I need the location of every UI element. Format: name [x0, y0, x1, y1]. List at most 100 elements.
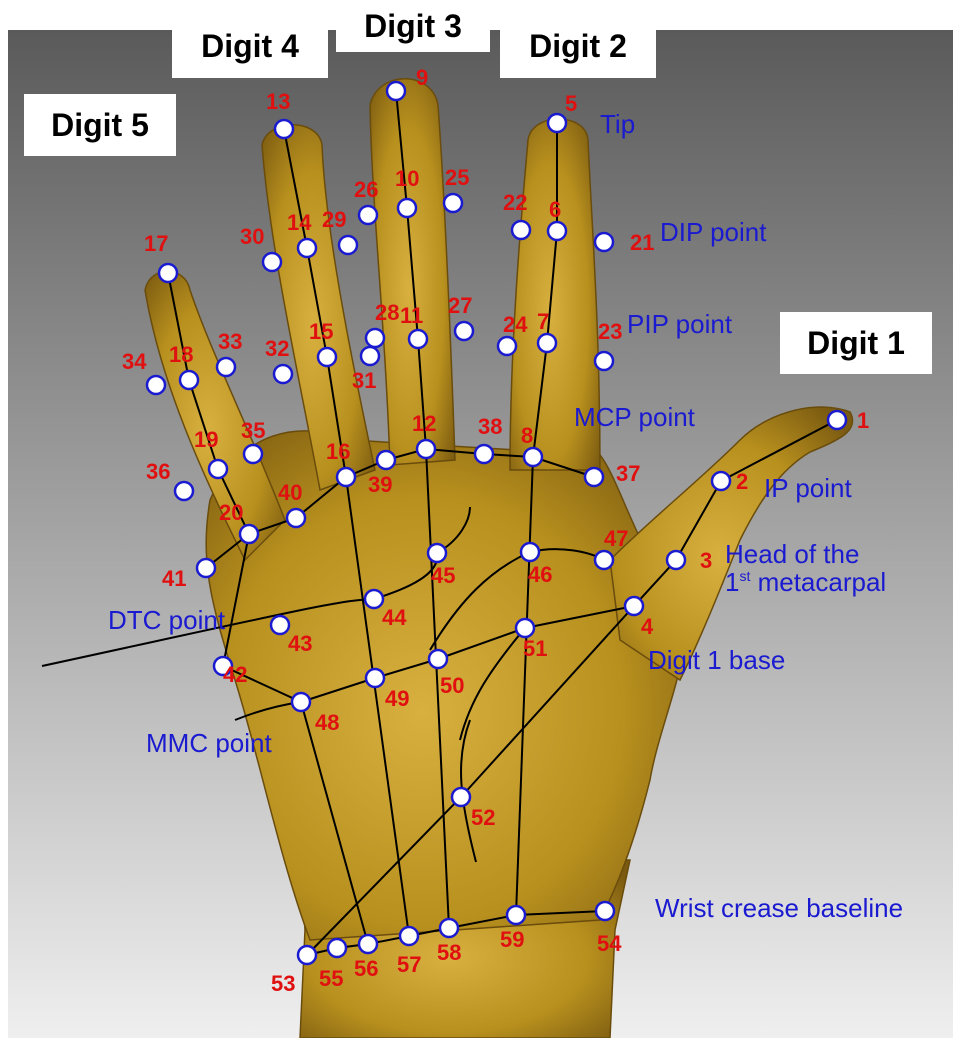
landmark-point-45	[428, 544, 446, 562]
ip-point-label: IP point	[764, 474, 852, 502]
landmark-number-10: 10	[395, 166, 419, 191]
landmark-number-45: 45	[431, 563, 455, 588]
landmark-point-35	[244, 445, 262, 463]
landmark-point-59	[507, 906, 525, 924]
landmark-number-48: 48	[315, 710, 339, 735]
landmark-number-17: 17	[144, 231, 168, 256]
landmark-number-11: 11	[400, 303, 423, 328]
head-metacarpal-rest: metacarpal	[750, 567, 886, 597]
landmark-point-1	[828, 411, 846, 429]
landmark-point-11	[409, 330, 427, 348]
landmark-number-19: 19	[194, 427, 218, 452]
landmark-point-54	[596, 902, 614, 920]
landmark-point-12	[417, 440, 435, 458]
landmark-number-20: 20	[219, 500, 243, 525]
landmark-point-5	[548, 114, 566, 132]
landmark-point-34	[147, 376, 165, 394]
landmark-number-55: 55	[319, 966, 343, 991]
landmark-number-28: 28	[375, 300, 399, 325]
landmark-point-30	[263, 253, 281, 271]
landmark-number-50: 50	[440, 673, 464, 698]
landmark-number-34: 34	[122, 349, 147, 374]
landmark-point-32	[274, 365, 292, 383]
digit-5-label: Digit 5	[24, 94, 176, 156]
landmark-point-51	[516, 619, 534, 637]
landmark-number-36: 36	[146, 459, 170, 484]
landmark-number-57: 57	[397, 952, 421, 977]
landmark-number-41: 41	[162, 566, 186, 591]
landmark-number-40: 40	[278, 480, 302, 505]
landmark-point-8	[524, 448, 542, 466]
landmark-point-26	[359, 206, 377, 224]
landmark-point-53	[298, 946, 316, 964]
landmark-number-42: 42	[223, 662, 247, 687]
landmark-point-39	[377, 451, 395, 469]
landmark-number-52: 52	[471, 805, 495, 830]
landmark-number-22: 22	[503, 190, 527, 215]
landmark-point-43	[271, 616, 289, 634]
landmark-number-7: 7	[537, 309, 549, 334]
landmark-point-23	[595, 352, 613, 370]
landmark-number-5: 5	[565, 91, 577, 116]
landmark-point-27	[455, 322, 473, 340]
head-metacarpal-line2: 1st metacarpal	[725, 568, 886, 596]
digit-3-label: Digit 3	[336, 0, 490, 52]
landmark-point-10	[398, 199, 416, 217]
wrist-crease-label: Wrist crease baseline	[655, 894, 903, 922]
landmark-point-55	[328, 939, 346, 957]
landmark-point-33	[217, 358, 235, 376]
landmark-point-19	[209, 460, 227, 478]
landmark-number-1: 1	[857, 408, 869, 433]
landmark-point-57	[400, 927, 418, 945]
landmark-number-51: 51	[523, 636, 547, 661]
landmark-number-37: 37	[616, 461, 640, 486]
landmark-point-31	[361, 347, 379, 365]
landmark-number-54: 54	[597, 931, 622, 956]
landmark-point-52	[452, 788, 470, 806]
landmark-number-18: 18	[169, 342, 193, 367]
landmark-number-32: 32	[265, 336, 289, 361]
landmark-point-7	[538, 334, 556, 352]
landmark-number-8: 8	[521, 423, 533, 448]
landmark-point-16	[337, 468, 355, 486]
landmark-number-43: 43	[288, 631, 312, 656]
landmark-point-48	[292, 693, 310, 711]
landmark-number-38: 38	[478, 414, 502, 439]
landmark-number-47: 47	[604, 526, 628, 551]
landmark-point-47	[595, 551, 613, 569]
landmark-number-4: 4	[641, 614, 654, 639]
landmark-point-17	[159, 264, 177, 282]
pip-point-label: PIP point	[627, 310, 732, 338]
dip-point-label: DIP point	[660, 218, 766, 246]
landmark-number-49: 49	[385, 686, 409, 711]
landmark-point-29	[339, 236, 357, 254]
landmark-point-21	[595, 233, 613, 251]
tip-label: Tip	[600, 110, 635, 138]
landmark-number-25: 25	[445, 165, 469, 190]
landmark-point-25	[444, 194, 462, 212]
landmark-number-13: 13	[266, 89, 290, 114]
landmark-number-30: 30	[240, 224, 264, 249]
dtc-point-label: DTC point	[108, 606, 225, 634]
landmark-number-27: 27	[448, 293, 472, 318]
landmark-point-6	[548, 222, 566, 240]
mcp-point-label: MCP point	[574, 403, 695, 431]
mmc-point-label: MMC point	[146, 729, 272, 757]
head-metacarpal-number: 1	[725, 567, 739, 597]
landmark-point-4	[625, 597, 643, 615]
landmark-point-18	[180, 371, 198, 389]
landmark-point-56	[359, 935, 377, 953]
landmark-point-41	[197, 559, 215, 577]
landmark-point-49	[366, 669, 384, 687]
landmark-point-36	[175, 482, 193, 500]
landmark-number-53: 53	[271, 971, 295, 996]
landmark-number-26: 26	[354, 177, 378, 202]
landmark-point-9	[387, 82, 405, 100]
landmark-number-29: 29	[322, 207, 346, 232]
head-metacarpal-line1: Head of the	[725, 540, 886, 568]
landmark-point-46	[521, 543, 539, 561]
landmark-number-39: 39	[368, 472, 392, 497]
landmark-point-13	[275, 120, 293, 138]
landmark-number-12: 12	[412, 411, 436, 436]
